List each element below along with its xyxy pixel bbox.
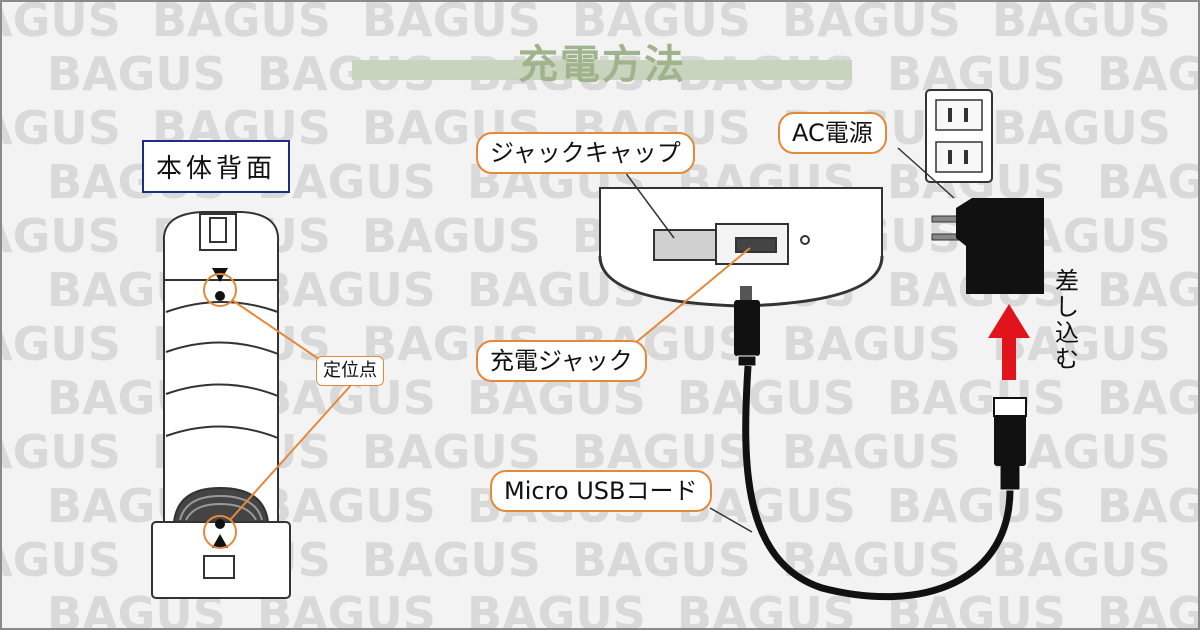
wall-outlet-icon bbox=[925, 89, 993, 183]
watermark-text: BAGUS bbox=[1097, 587, 1198, 628]
label-body-back: 本体背面 bbox=[142, 140, 291, 193]
watermark-text: BAGUS bbox=[572, 2, 751, 47]
leader-ac-power bbox=[897, 147, 955, 199]
label-micro-usb-cord: Micro USBコード bbox=[490, 470, 712, 512]
watermark-text: BAGUS bbox=[362, 2, 541, 47]
watermark-text: BAGUS bbox=[2, 209, 121, 263]
fixed-point-ring-top bbox=[203, 273, 237, 307]
watermark-text: BAGUS bbox=[362, 209, 541, 263]
watermark-text: BAGUS bbox=[992, 101, 1171, 155]
label-ac-power: AC電源 bbox=[778, 112, 887, 154]
watermark-text: BAGUS bbox=[1097, 47, 1198, 101]
watermark-text: BAGUS bbox=[572, 533, 751, 587]
label-jack-cap: ジャックキャップ bbox=[476, 132, 695, 174]
watermark-text: BAGUS bbox=[782, 2, 961, 47]
watermark-text: BAGUS bbox=[2, 101, 121, 155]
leader-jack-cap bbox=[621, 167, 675, 239]
watermark-text: BAGUS bbox=[2, 2, 121, 47]
watermark-text: BAGUS bbox=[1097, 479, 1198, 533]
label-charging-jack: 充電ジャック bbox=[476, 340, 647, 382]
leader-charging-jack bbox=[621, 247, 751, 355]
leader-fixed-top bbox=[231, 299, 333, 369]
watermark-text: BAGUS bbox=[677, 371, 856, 425]
watermark-text: BAGUS bbox=[2, 317, 121, 371]
fixed-point-ring-bottom bbox=[203, 515, 237, 549]
micro-usb-cable-icon bbox=[734, 286, 1027, 601]
watermark-text: BAGUS bbox=[782, 317, 961, 371]
leader-micro-usb bbox=[709, 507, 753, 533]
watermark-text: BAGUS bbox=[677, 587, 856, 628]
watermark-text: BAGUS bbox=[992, 533, 1171, 587]
label-fixed-point: 定位点 bbox=[316, 356, 384, 386]
watermark-text: BAGUS bbox=[782, 533, 961, 587]
page-title: 充電方法 bbox=[518, 42, 686, 88]
watermark-text: BAGUS bbox=[467, 587, 646, 628]
watermark-text: BAGUS bbox=[2, 425, 121, 479]
watermark-text: BAGUS bbox=[887, 479, 1066, 533]
watermark-text: BAGUS bbox=[1097, 371, 1198, 425]
watermark-text: BAGUS bbox=[2, 533, 121, 587]
device-back-illustration bbox=[151, 211, 291, 599]
device-bottom-illustration bbox=[598, 187, 884, 308]
watermark-text: BAGUS bbox=[1097, 155, 1198, 209]
watermark-text: BAGUS bbox=[992, 2, 1171, 47]
leader-fixed-bottom bbox=[229, 383, 353, 521]
watermark-text: BAGUS bbox=[47, 47, 226, 101]
watermark-text: BAGUS bbox=[257, 263, 436, 317]
watermark-text: BAGUS bbox=[887, 371, 1066, 425]
ac-adapter-icon bbox=[931, 198, 1044, 294]
watermark-text: BAGUS bbox=[152, 2, 331, 47]
title-underline-bar bbox=[352, 60, 852, 80]
watermark-text: BAGUS bbox=[1097, 263, 1198, 317]
watermark-text: BAGUS bbox=[782, 425, 961, 479]
watermark-text: BAGUS bbox=[362, 533, 541, 587]
red-up-arrow-icon bbox=[988, 304, 1030, 380]
label-insert: 差 し 込 む bbox=[1055, 267, 1079, 373]
